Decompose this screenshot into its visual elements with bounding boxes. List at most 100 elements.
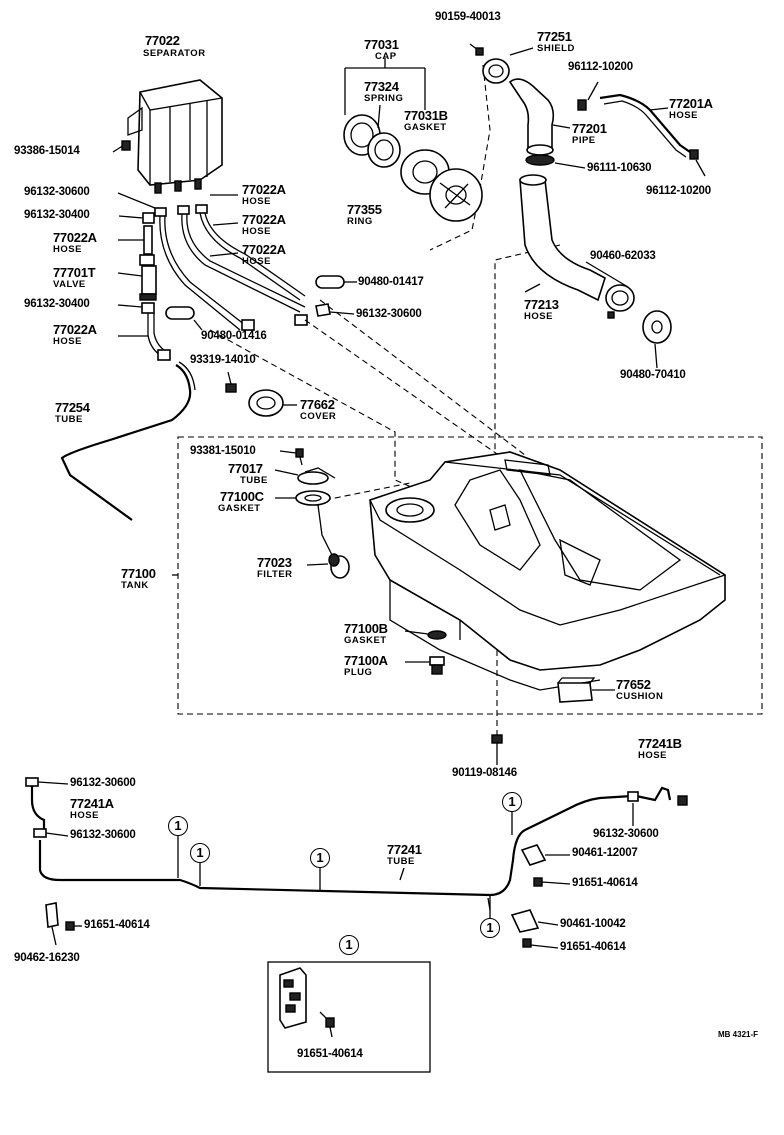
clamp-90460-part-number: 90460-62033 bbox=[590, 250, 656, 262]
hose-77241a-part-name: HOSE bbox=[70, 810, 99, 821]
pipe-part-name: PIPE bbox=[572, 135, 596, 146]
clip-96132-30600-a-part-number: 96132-30600 bbox=[24, 186, 90, 198]
clamp-90460-drawing bbox=[605, 284, 635, 319]
cap-part-number: 77031 bbox=[364, 37, 399, 52]
hose-a2-part-number: 77022A bbox=[242, 182, 286, 197]
detail-box bbox=[267, 961, 431, 1073]
hose-a4-part-number: 77022A bbox=[242, 242, 286, 257]
gasket-77031b-part-name: GASKET bbox=[404, 122, 447, 133]
cover-part-number: 77662 bbox=[300, 397, 335, 412]
clip-96112-a-part-number: 96112-10200 bbox=[568, 61, 633, 73]
clamp-90461-10042-part-number: 90461-10042 bbox=[560, 918, 626, 930]
ring-part-name: RING bbox=[347, 216, 373, 227]
filter-part-name: FILTER bbox=[257, 569, 293, 580]
cushion-part-number: 77652 bbox=[616, 677, 651, 692]
hose-77241a-drawing bbox=[25, 777, 47, 838]
hose-a5-part-name: HOSE bbox=[53, 336, 82, 347]
cushion-part-name: CUSHION bbox=[616, 691, 664, 702]
bolt-91651-b-part-number: 91651-40614 bbox=[84, 919, 150, 931]
clip-96132-30400-b-part-number: 96132-30400 bbox=[24, 298, 90, 310]
hose-77201a-part-name: HOSE bbox=[669, 110, 698, 121]
hose-a4-part-name: HOSE bbox=[242, 256, 271, 267]
figure-code: MB 4321-F bbox=[718, 1030, 759, 1039]
cushion-77652-drawing bbox=[557, 677, 596, 703]
shield-part-name: SHIELD bbox=[537, 43, 575, 54]
clamp-90480-70410-part-number: 90480-70410 bbox=[620, 369, 686, 381]
bolt-90119-part-number: 90119-08146 bbox=[452, 767, 517, 779]
clip-96132-30600-a-shape bbox=[154, 207, 167, 217]
separator-part-number: 77022 bbox=[145, 33, 180, 48]
hose-a1-part-number: 77022A bbox=[53, 230, 97, 245]
tube-77241-drawing bbox=[38, 794, 633, 911]
clamp-90461-12007-drawing bbox=[520, 844, 547, 866]
gasket-77100c-part-number: 77100C bbox=[220, 489, 264, 504]
pipe-part-number: 77201 bbox=[572, 121, 607, 136]
hose-77213-part-number: 77213 bbox=[524, 297, 559, 312]
clamp-90461-12007-part-number: 90461-12007 bbox=[572, 847, 638, 859]
clamp-90480-01417-part-number: 90480-01417 bbox=[358, 276, 424, 288]
clamp-96111-part-number: 96111-10630 bbox=[587, 162, 652, 174]
cover-part-name: COVER bbox=[300, 411, 337, 422]
hose-a5-part-number: 77022A bbox=[53, 322, 97, 337]
hose-a3-part-name: HOSE bbox=[242, 226, 271, 237]
bolt-93386-drawing bbox=[112, 140, 131, 153]
tube-77017-part-number: 77017 bbox=[228, 461, 263, 476]
shield-77251-drawing bbox=[482, 58, 510, 84]
bolt-93386-part-number: 93386-15014 bbox=[14, 145, 80, 157]
plug-part-number: 77100A bbox=[344, 653, 388, 668]
hose-77201a-part-number: 77201A bbox=[669, 96, 713, 111]
clip-96132-30600-c-part-number: 96132-30600 bbox=[593, 828, 659, 840]
cap-group-drawing bbox=[343, 58, 483, 222]
spring-part-name: SPRING bbox=[364, 93, 404, 104]
clip-96132-30600-d-part-number: 96132-30600 bbox=[70, 777, 136, 789]
hose-77241b-part-name: HOSE bbox=[638, 750, 667, 761]
clamp-90461-10042-drawing bbox=[510, 909, 540, 933]
hose-a1-part-name: HOSE bbox=[53, 244, 82, 255]
clamp-90480-70410-drawing bbox=[642, 310, 672, 344]
clamp-90480-01416-part-number: 90480-01416 bbox=[201, 330, 267, 342]
hose-77213-drawing bbox=[519, 174, 606, 302]
hose-a2-part-name: HOSE bbox=[242, 196, 271, 207]
gasket-77100b-part-name: GASKET bbox=[344, 635, 387, 646]
clip-96132-30400-a-shape bbox=[142, 212, 155, 224]
detail-clamp-drawing bbox=[279, 967, 307, 1029]
shield-part-number: 77251 bbox=[537, 29, 572, 44]
ring-part-number: 77355 bbox=[347, 202, 382, 217]
detail-bolt-part-number: 91651-40614 bbox=[297, 1048, 363, 1060]
clamp-90480-01417-shape bbox=[315, 275, 345, 289]
gasket-77100c-part-name: GASKET bbox=[218, 503, 261, 514]
tube-77254-drawing bbox=[60, 361, 196, 521]
tank-part-number: 77100 bbox=[121, 566, 156, 581]
tube-77241-part-number: 77241 bbox=[387, 842, 422, 857]
hose-77241b-drawing bbox=[627, 786, 688, 806]
separator-part-name: SEPARATOR bbox=[143, 48, 206, 59]
fuel-tank-drawing bbox=[369, 451, 726, 691]
gasket-77100b-part-number: 77100B bbox=[344, 621, 388, 636]
tube-77241-part-name: TUBE bbox=[387, 856, 415, 867]
hose-77241b-part-number: 77241B bbox=[638, 736, 682, 751]
valve-part-name: VALVE bbox=[53, 279, 86, 290]
tube-77254-part-number: 77254 bbox=[55, 400, 90, 415]
plug-part-name: PLUG bbox=[344, 667, 373, 678]
tube-77254-part-name: TUBE bbox=[55, 414, 83, 425]
valve-part-number: 77701T bbox=[53, 265, 96, 280]
hose-77213-part-name: HOSE bbox=[524, 311, 553, 322]
gasket-77031b-part-number: 77031B bbox=[404, 108, 448, 123]
gasket-77100b-shape bbox=[427, 630, 447, 640]
clip-96132-30400-a-part-number: 96132-30400 bbox=[24, 209, 90, 221]
separator-drawing bbox=[127, 79, 223, 194]
tank-part-name: TANK bbox=[121, 580, 149, 591]
bolt-91651-c-part-number: 91651-40614 bbox=[560, 941, 626, 953]
ref-marker-5: 1 bbox=[480, 918, 500, 938]
separator-hoses bbox=[159, 212, 308, 331]
filter-77023-drawing bbox=[328, 553, 350, 579]
tube-77017-part-name: TUBE bbox=[240, 475, 268, 486]
hose-a3-part-number: 77022A bbox=[242, 212, 286, 227]
bolt-91651-a-part-number: 91651-40614 bbox=[572, 877, 638, 889]
cap-part-name: CAP bbox=[375, 51, 397, 62]
clamp-90462-part-number: 90462-16230 bbox=[14, 952, 80, 964]
ref-marker-detail: 1 bbox=[339, 935, 359, 955]
spring-part-number: 77324 bbox=[364, 79, 399, 94]
